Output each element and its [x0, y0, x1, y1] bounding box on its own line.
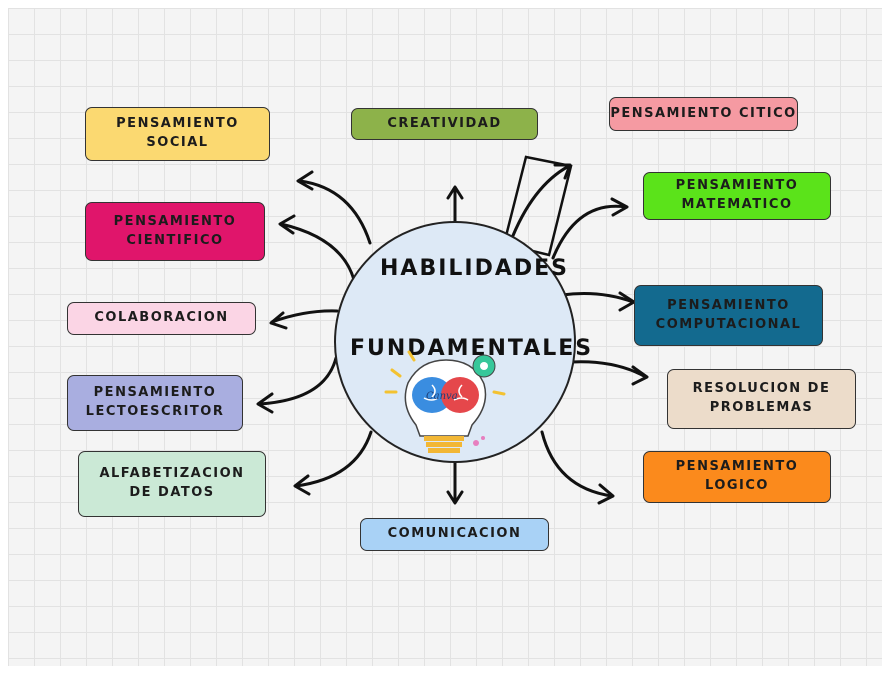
hub-title-line2: FUNDAMENTALES [350, 336, 594, 361]
node-label: PENSAMIENTO LOGICO [675, 459, 799, 493]
node-label: PENSAMIENTO LECTOESCRITOR [85, 385, 225, 419]
node-label: ALFABETIZACION DE DATOS [99, 466, 245, 500]
node-pensamiento-critico[interactable]: PENSAMIENTO CITICO [609, 97, 798, 131]
arrow-to-colaboracion [270, 309, 339, 324]
node-label: PENSAMIENTO SOCIAL [116, 116, 239, 150]
arrow-to-datos [294, 430, 373, 488]
node-label: COLABORACION [94, 310, 229, 326]
arrow-to-problemas [570, 360, 648, 379]
node-pensamiento-cientifico[interactable]: PENSAMIENTO CIENTIFICO [85, 202, 265, 261]
node-alfabetizacion-de-datos[interactable]: ALFABETIZACION DE DATOS [78, 451, 266, 517]
node-colaboracion[interactable]: COLABORACION [67, 302, 256, 335]
node-label: PENSAMIENTO CIENTIFICO [113, 213, 237, 248]
node-pensamiento-logico[interactable]: PENSAMIENTO LOGICO [643, 451, 831, 503]
arrow-to-cientifico [279, 222, 356, 282]
node-creatividad[interactable]: CREATIVIDAD [351, 108, 538, 140]
node-label: COMUNICACION [387, 526, 522, 542]
hub-title-line1: HABILIDADES [380, 256, 570, 281]
arrow-to-logico [540, 430, 614, 498]
node-label: PENSAMIENTO CITICO [610, 105, 797, 121]
arrow-to-lectoescritor [257, 356, 338, 406]
node-pensamiento-matematico[interactable]: PENSAMIENTO MATEMATICO [643, 172, 831, 220]
node-pensamiento-computacional[interactable]: PENSAMIENTO COMPUTACIONAL [634, 285, 823, 346]
node-pensamiento-lectoescritor[interactable]: PENSAMIENTO LECTOESCRITOR [67, 375, 243, 431]
arrow-to-matematico [551, 204, 628, 260]
node-label: PENSAMIENTO MATEMATICO [675, 178, 799, 212]
arrow-to-social [298, 179, 372, 245]
node-comunicacion[interactable]: COMUNICACION [360, 518, 549, 551]
node-label: PENSAMIENTO COMPUTACIONAL [655, 297, 802, 332]
canva-logo-text: Canva [426, 391, 458, 402]
highlight-rectangle [502, 155, 573, 257]
node-resolucion-de-problemas[interactable]: RESOLUCION DE PROBLEMAS [667, 369, 856, 429]
node-label: CREATIVIDAD [387, 115, 502, 131]
node-pensamiento-social[interactable]: PENSAMIENTO SOCIAL [85, 107, 270, 161]
arrow-to-critico [508, 164, 571, 245]
node-label: RESOLUCION DE PROBLEMAS [692, 381, 831, 415]
arrow-to-computacional [560, 292, 635, 304]
